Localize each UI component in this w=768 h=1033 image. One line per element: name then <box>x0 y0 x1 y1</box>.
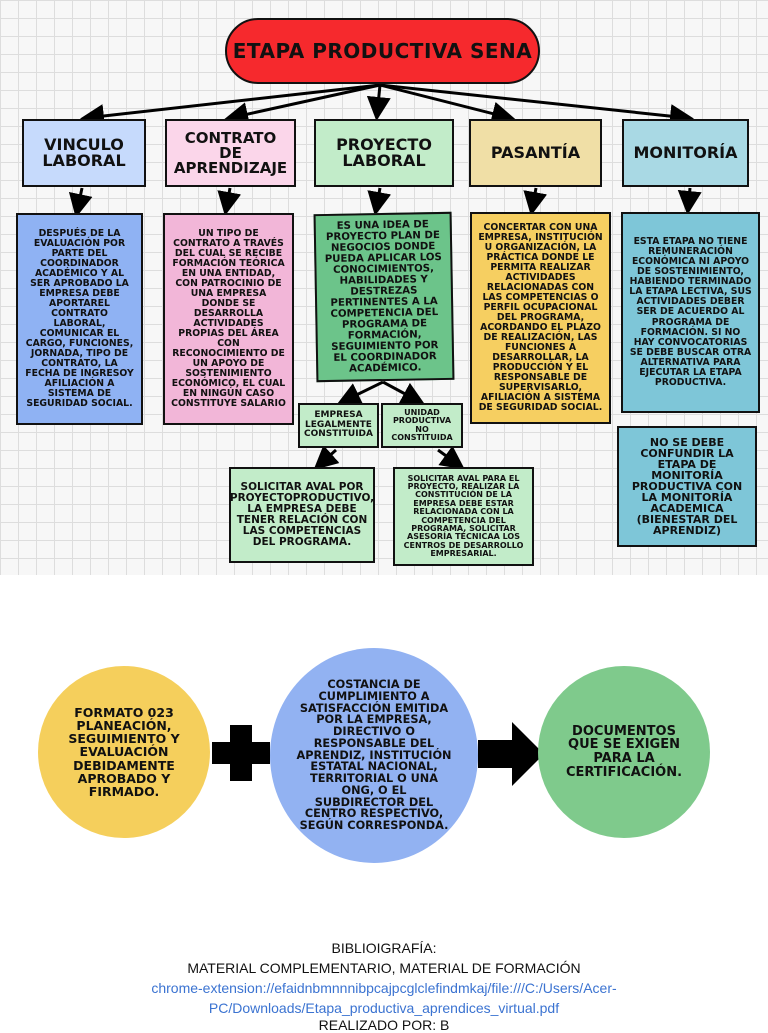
arrow-empresa-result <box>313 445 340 470</box>
description-contrato-aprendizaje: UN TIPO DE CONTRATO A TRAVÉS DEL CUAL SE… <box>163 213 294 425</box>
arrow-to-monitoria <box>379 83 694 129</box>
arrow-to-pasantia <box>379 83 516 126</box>
branch-unidad-no-constituida: UNIDAD PRODUCTIVA NO CONSTITUIDA <box>381 403 463 448</box>
arrow-to-proyecto <box>366 84 391 121</box>
branch-empresa-constituida: EMPRESA LEGALMENTE CONSTITUIDA <box>298 403 379 448</box>
arrow-proyecto-desc <box>367 187 392 216</box>
arrow-proyecto-empresa <box>336 380 384 405</box>
arrow-vinculo-desc <box>68 187 93 218</box>
result-unidad-no-constituida: SOLICITAR AVAL PARA EL PROYECTO, REALIZA… <box>393 467 534 566</box>
arrow-contrato-desc <box>217 187 242 216</box>
plus-icon <box>212 742 270 764</box>
arrow-to-vinculo <box>80 83 381 128</box>
description-monitoria: ESTA ETAPA NO TIENE REMUNERACIÓN ECONÓMI… <box>621 212 760 413</box>
arrow-proyecto-unidad <box>382 380 426 405</box>
circle-formato-023: FORMATO 023 PLANEACIÓN, SEGUIMIENTO Y EV… <box>38 666 210 838</box>
arrow-pasantia-desc <box>523 187 548 216</box>
connector-arrows <box>68 83 702 470</box>
arrow-right-icon <box>478 722 544 786</box>
result-empresa-constituida: SOLICITAR AVAL POR PROYECTOPRODUCTIVO, L… <box>229 467 375 563</box>
monitoria-note: NO SE DEBE CONFUNDIR LA ETAPA DE MONITOR… <box>617 426 757 547</box>
bibliography-author: REALIZADO POR: B <box>318 1017 450 1033</box>
bibliography-link-line-2[interactable]: PC/Downloads/Etapa_productiva_aprendices… <box>208 1000 560 1016</box>
arrow-monitoria-desc <box>677 187 702 215</box>
arrow-unidad-result <box>437 445 465 470</box>
circle-constancia-cumplimiento: COSTANCIA DE CUMPLIMIENTO A SATISFACCIÓN… <box>270 648 478 863</box>
arrow-to-contrato <box>224 83 381 126</box>
bibliography-heading: BIBLIOIGRAFÍA: <box>331 940 437 956</box>
bibliography-material: MATERIAL COMPLEMENTARIO, MATERIAL DE FOR… <box>187 960 581 976</box>
bibliography-link-line-1[interactable]: chrome-extension://efaidnbmnnnibpcajpcgl… <box>151 980 617 996</box>
description-vinculo-laboral: DESPUÉS DE LA EVALUACIÓN POR PARTE DEL C… <box>16 213 143 425</box>
description-proyecto-laboral: ES UNA IDEA DE PROYECTO PLAN DE NEGOCIOS… <box>313 211 455 383</box>
category-vinculo-laboral: VINCULO LABORAL <box>22 119 146 187</box>
circle-documentos-certificacion: DOCUMENTOS QUE SE EXIGEN PARA LA CERTIFI… <box>538 666 710 838</box>
category-monitoria: MONITORÍA <box>622 119 749 187</box>
category-pasantia: PASANTÍA <box>469 119 602 187</box>
diagram-title: ETAPA PRODUCTIVA SENA <box>225 18 540 84</box>
category-proyecto-laboral: PROYECTO LABORAL <box>314 119 454 187</box>
description-pasantia: CONCERTAR CON UNA EMPRESA, INSTITUCIÓN U… <box>470 212 611 424</box>
category-contrato-aprendizaje: CONTRATO DE APRENDIZAJE <box>165 119 296 187</box>
